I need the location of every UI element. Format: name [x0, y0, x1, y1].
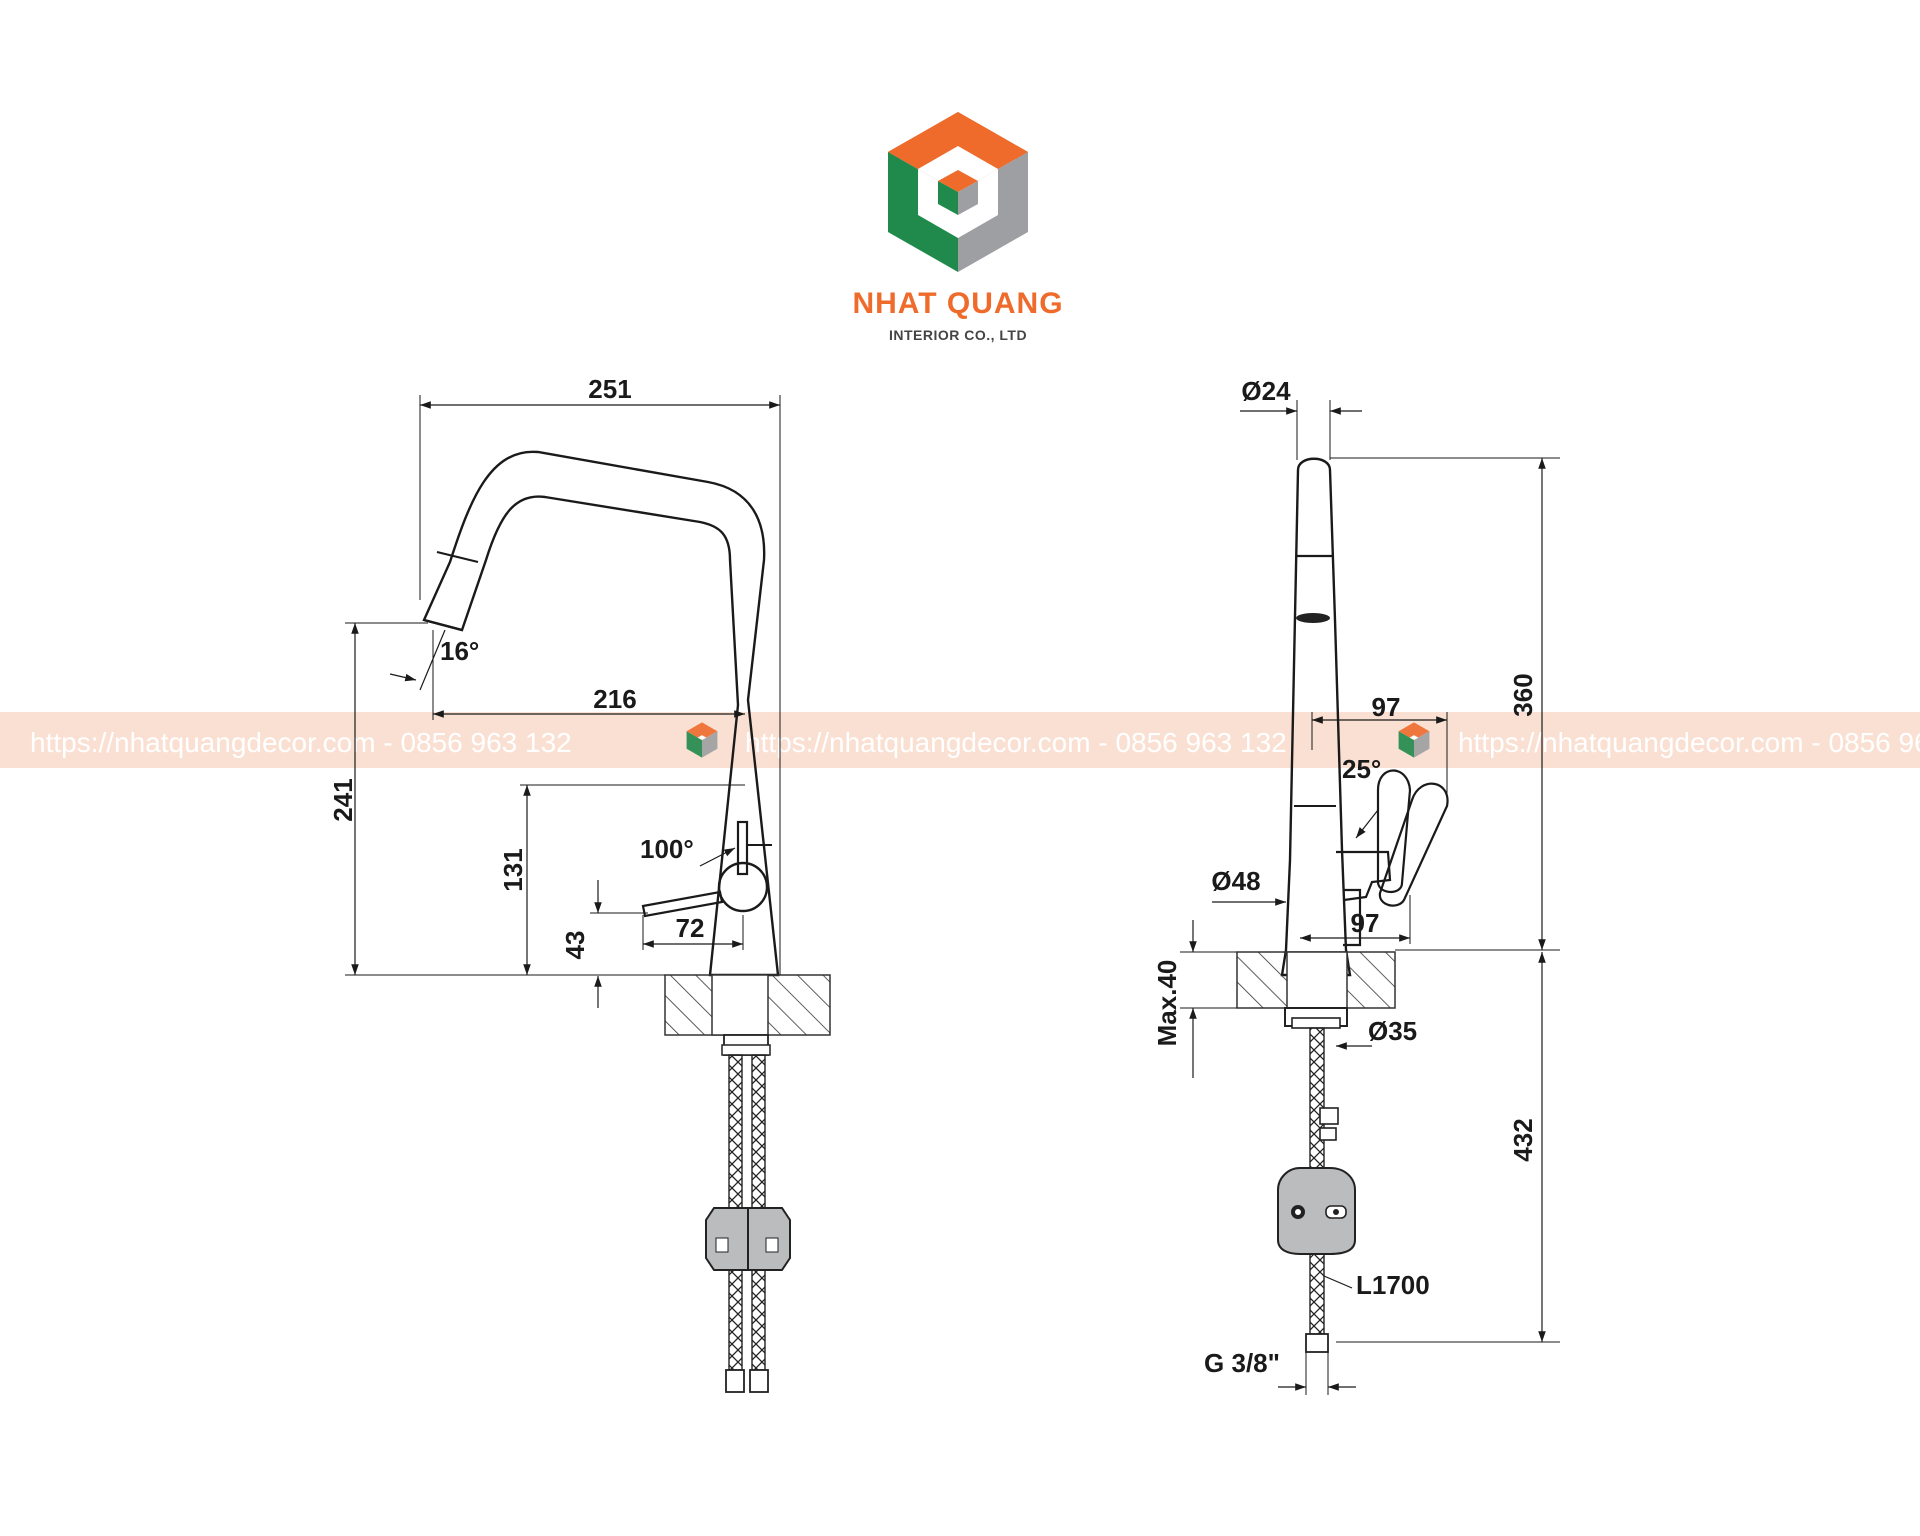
side-lever-handle [736, 820, 749, 876]
dim-total-height: 360 [1508, 673, 1538, 716]
dim-body-dia: Ø48 [1211, 866, 1260, 896]
side-spout-outline [422, 450, 780, 977]
dim-shank-dia: Ø35 [1368, 1016, 1417, 1046]
watermark-text-1: https://nhatquangdecor.com - 0856 963 13… [30, 727, 572, 758]
front-hose-upper [1309, 1027, 1325, 1169]
dim-spout-height: 241 [328, 778, 358, 821]
brand-name: NHAT QUANG [852, 287, 1063, 320]
dim-lever-reach-bottom: 97 [1351, 908, 1380, 938]
brand-logo [888, 112, 1028, 272]
brand-subtitle: INTERIOR CO., LTD [889, 327, 1027, 343]
dim-spout-angle: 16° [440, 636, 479, 666]
watermark: https://nhatquangdecor.com - 0856 963 13… [0, 712, 1920, 768]
front-nozzle-outlet [1296, 613, 1330, 623]
front-lever-closed [1376, 769, 1412, 894]
side-spout-ring [436, 551, 479, 563]
front-weight-block [1277, 1167, 1356, 1255]
dim-hose-length: 432 [1508, 1118, 1538, 1161]
dim-tip-dia: Ø24 [1241, 376, 1291, 406]
front-view: Ø24 360 97 25° Ø48 97 Max.40 Ø35 43 [1152, 376, 1560, 1395]
dim-lever-reach-top: 97 [1372, 692, 1401, 722]
front-lever-open [1378, 782, 1449, 907]
dim-total-width: 251 [588, 374, 631, 404]
watermark-band [0, 712, 1920, 768]
side-hose-left [728, 1054, 743, 1216]
watermark-text-3: https://nhatquangdecor.com - 0856 963 13… [1458, 727, 1920, 758]
watermark-text-2: https://nhatquangdecor.com - 0856 963 13… [745, 727, 1287, 758]
dim-hose-label: L1700 [1356, 1270, 1430, 1300]
dim-max-deck: Max.40 [1152, 960, 1182, 1047]
dim-lever-reach: 72 [676, 913, 705, 943]
dim-lever-angle-front: 25° [1342, 754, 1381, 784]
dim-lever-angle: 100° [640, 834, 694, 864]
dim-spout-reach: 216 [593, 684, 636, 714]
side-view: 251 216 16° 241 131 100° 43 72 [328, 374, 831, 1393]
dim-thread: G 3/8" [1204, 1348, 1280, 1378]
side-hose-right [751, 1054, 766, 1216]
dim-lever-height: 131 [498, 848, 528, 891]
side-lever-hub [717, 861, 769, 913]
front-hose-lower [1309, 1253, 1325, 1335]
dim-base-height: 43 [560, 931, 590, 960]
